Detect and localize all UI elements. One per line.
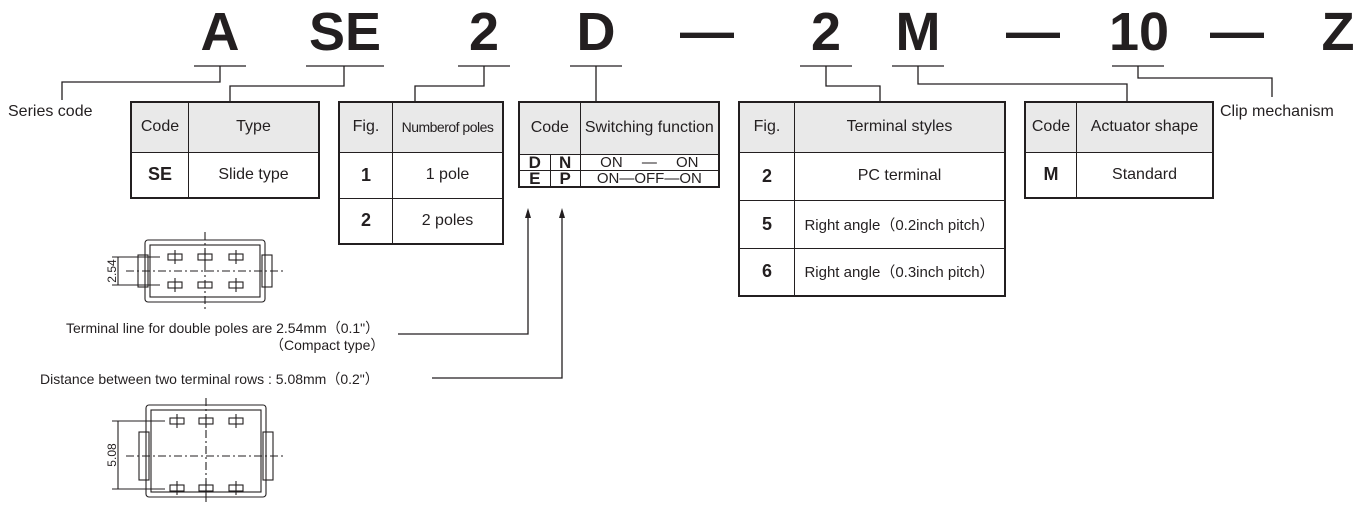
actuator-header-code: Code [1024, 101, 1077, 153]
terminal-style-5: Right angle（0.2inch pitch） [794, 199, 1006, 249]
terminal-fig-6: 6 [738, 247, 795, 297]
note-double-poles: Terminal line for double poles are 2.54m… [66, 320, 380, 336]
poles-table: Fig. Numberof poles 1 1 pole 2 2 poles [338, 101, 504, 245]
pn-dash-2: — [1006, 2, 1060, 62]
note-compact-type: （Compact type） [270, 337, 385, 353]
dim-label-2-54: 2.54 [105, 259, 119, 283]
pn-switching: D [576, 2, 616, 62]
pn-poles: 2 [468, 2, 500, 62]
dim-label-5-08: 5.08 [105, 443, 119, 467]
pn-number: 10 [1108, 2, 1170, 62]
terminal-table: Fig. Terminal styles 2 PC terminal 5 Rig… [738, 101, 1006, 297]
poles-desc-2: 2 poles [392, 197, 504, 245]
type-name: Slide type [188, 151, 320, 199]
switching-func-2: ON—OFF—ON [579, 169, 720, 187]
pn-dash-3: — [1210, 2, 1264, 62]
terminal-header-styles: Terminal styles [794, 101, 1006, 153]
switch-drawing-5-08 [112, 398, 286, 504]
clip-mechanism-label: Clip mechanism [1220, 103, 1334, 120]
switching-header-function: Switching function [579, 101, 720, 155]
note-distance: Distance between two terminal rows : 5.0… [40, 371, 379, 387]
actuator-header-shape: Actuator shape [1076, 101, 1214, 153]
terminal-fig-2: 2 [738, 151, 795, 201]
type-header-code: Code [130, 101, 189, 153]
pn-dash-1: — [680, 2, 734, 62]
pn-type: SE [308, 2, 382, 62]
terminal-style-6: Right angle（0.3inch pitch） [794, 247, 1006, 297]
terminal-header-fig: Fig. [738, 101, 795, 153]
type-header-type: Type [188, 101, 320, 153]
pn-actuator: M [895, 2, 941, 62]
switching-code-p: P [549, 169, 581, 187]
actuator-shape: Standard [1076, 151, 1214, 199]
terminal-fig-5: 5 [738, 199, 795, 249]
switching-code-n: N [549, 153, 581, 171]
poles-fig-1: 1 [338, 151, 393, 199]
terminal-style-2: PC terminal [794, 151, 1006, 201]
actuator-code: M [1024, 151, 1077, 199]
series-code-label: Series code [8, 103, 93, 120]
pn-terminal: 2 [810, 2, 842, 62]
type-code: SE [130, 151, 189, 199]
actuator-table: Code Actuator shape M Standard [1024, 101, 1214, 199]
switch-drawing-2-54 [112, 232, 284, 310]
switching-code-e: E [518, 169, 551, 187]
pn-clip: Z [1321, 2, 1355, 62]
poles-desc-1: 1 pole [392, 151, 504, 199]
switching-header-code: Code [518, 101, 581, 155]
pn-series: A [200, 2, 240, 62]
type-table: Code Type SE Slide type [130, 101, 320, 199]
poles-fig-2: 2 [338, 197, 393, 245]
switching-code-d: D [518, 153, 551, 171]
poles-header-fig: Fig. [338, 101, 393, 153]
switching-func-1: ON — ON [579, 153, 720, 171]
poles-header-number: Numberof poles [392, 101, 504, 153]
switching-table: Code Switching function D N ON — ON E P … [518, 101, 720, 188]
